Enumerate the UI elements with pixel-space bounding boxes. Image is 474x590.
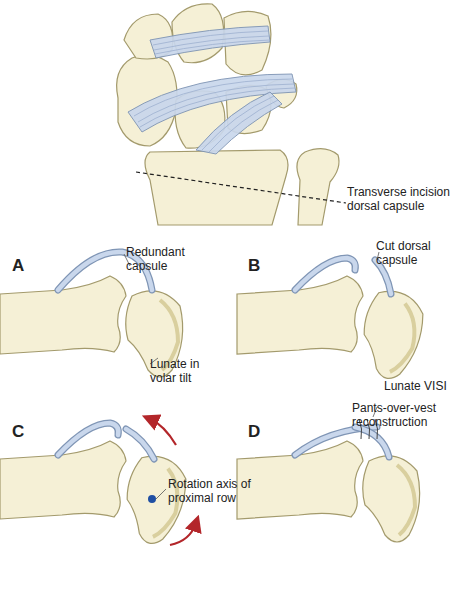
part-label: Pants-over-vest reconstruction	[352, 402, 462, 430]
panel-b	[237, 252, 429, 384]
part-label: Lunate VISI	[384, 380, 474, 394]
panel-letter: A	[12, 256, 36, 276]
dorsal-wrist	[117, 4, 346, 225]
part-label: Rotation axis of proximal row	[168, 478, 258, 506]
part-label: Transverse incision dorsal capsule	[347, 186, 467, 214]
panel-letter: D	[248, 422, 272, 442]
part-label: Redundant capsule	[126, 246, 198, 274]
panel-letter: B	[248, 256, 272, 276]
panel-c	[0, 419, 196, 549]
part-label: Lunate in volar tilt	[150, 358, 226, 386]
panel-letter: C	[12, 422, 36, 442]
part-label: Cut dorsal capsule	[376, 240, 456, 268]
